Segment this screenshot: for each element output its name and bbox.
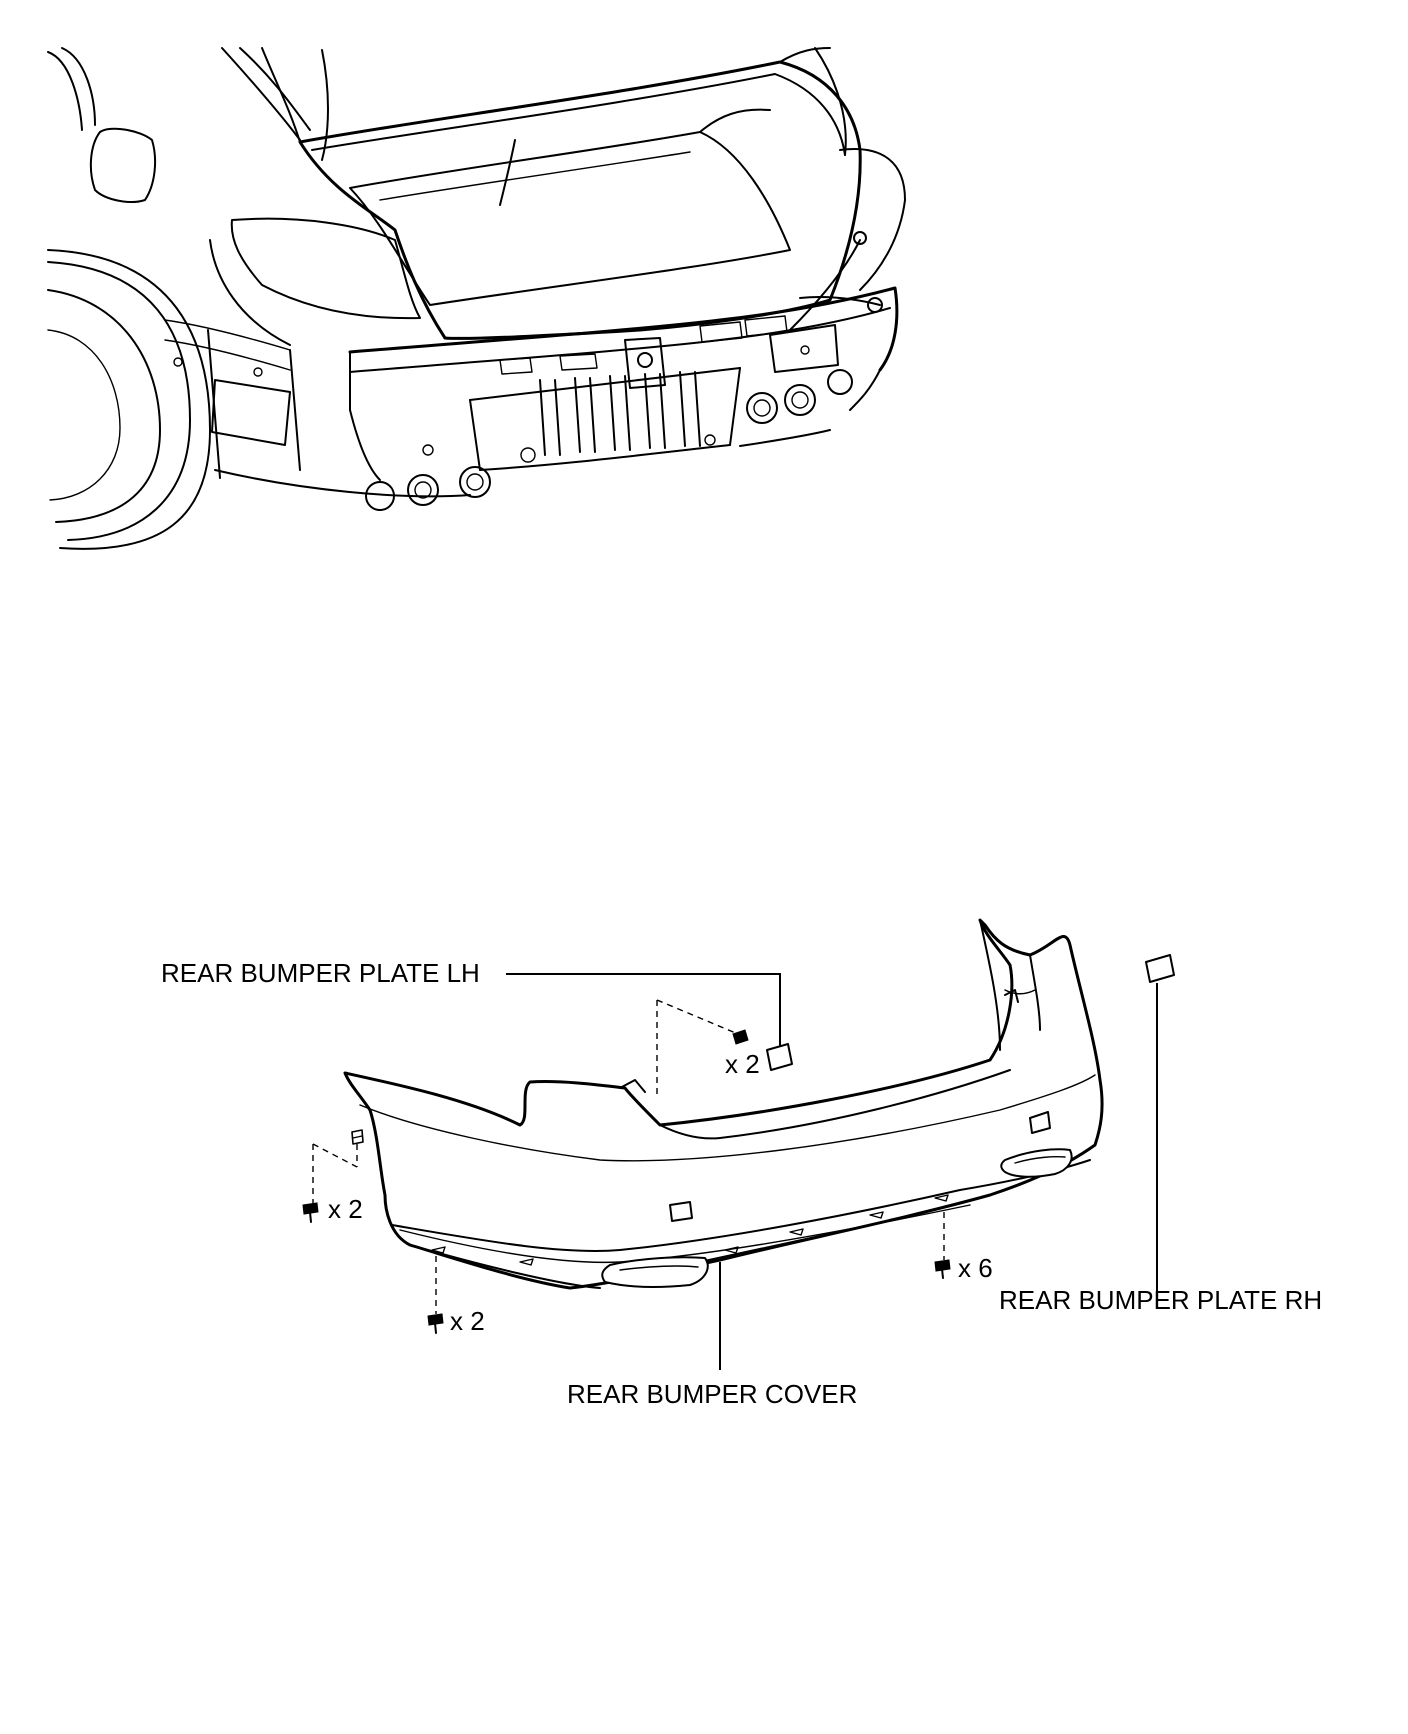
push-clip-icon [934,1259,951,1279]
exhaust-outlets-rh [746,369,853,424]
side-clip-icon [351,1129,364,1145]
rear-bumper-plate-lh [766,1043,793,1071]
label-rear-bumper-cover: REAR BUMPER COVER [567,1379,857,1409]
rear-wheel-arch [47,261,191,541]
rear-panel-ribs [539,371,701,456]
bumper-cover-outline [343,918,1104,1290]
qty-lh-plate-clips: x 2 [725,1049,760,1079]
qty-lower-left-screws: x 2 [450,1306,485,1336]
fuel-door [89,127,157,203]
screw-icon [427,1313,444,1334]
rear-bumper-cover-illustration [343,918,1104,1290]
fasteners [302,1029,951,1334]
vehicle-rear-body-illustration [47,47,906,550]
rh-lower-panel [769,324,839,373]
exhaust-cutout-lh [601,1256,709,1288]
rear-bumper-plate-rh [1145,954,1175,983]
leader-plate-lh [506,973,781,1046]
label-rear-bumper-plate-rh: REAR BUMPER PLATE RH [999,1285,1322,1315]
qty-lower-clips: x 6 [958,1253,993,1283]
clip-icon [732,1029,749,1045]
lock-striker [624,337,666,389]
screw-icon [302,1202,319,1223]
exhaust-outlets-lh [365,466,491,511]
qty-side-screws: x 2 [328,1194,363,1224]
lh-lower-panel [211,379,291,446]
installation-guide-lines [312,999,945,1314]
trunk-opening [298,60,862,340]
leader-lines [506,973,1158,1370]
label-rear-bumper-plate-lh: REAR BUMPER PLATE LH [161,958,480,988]
rear-panel [348,286,899,372]
